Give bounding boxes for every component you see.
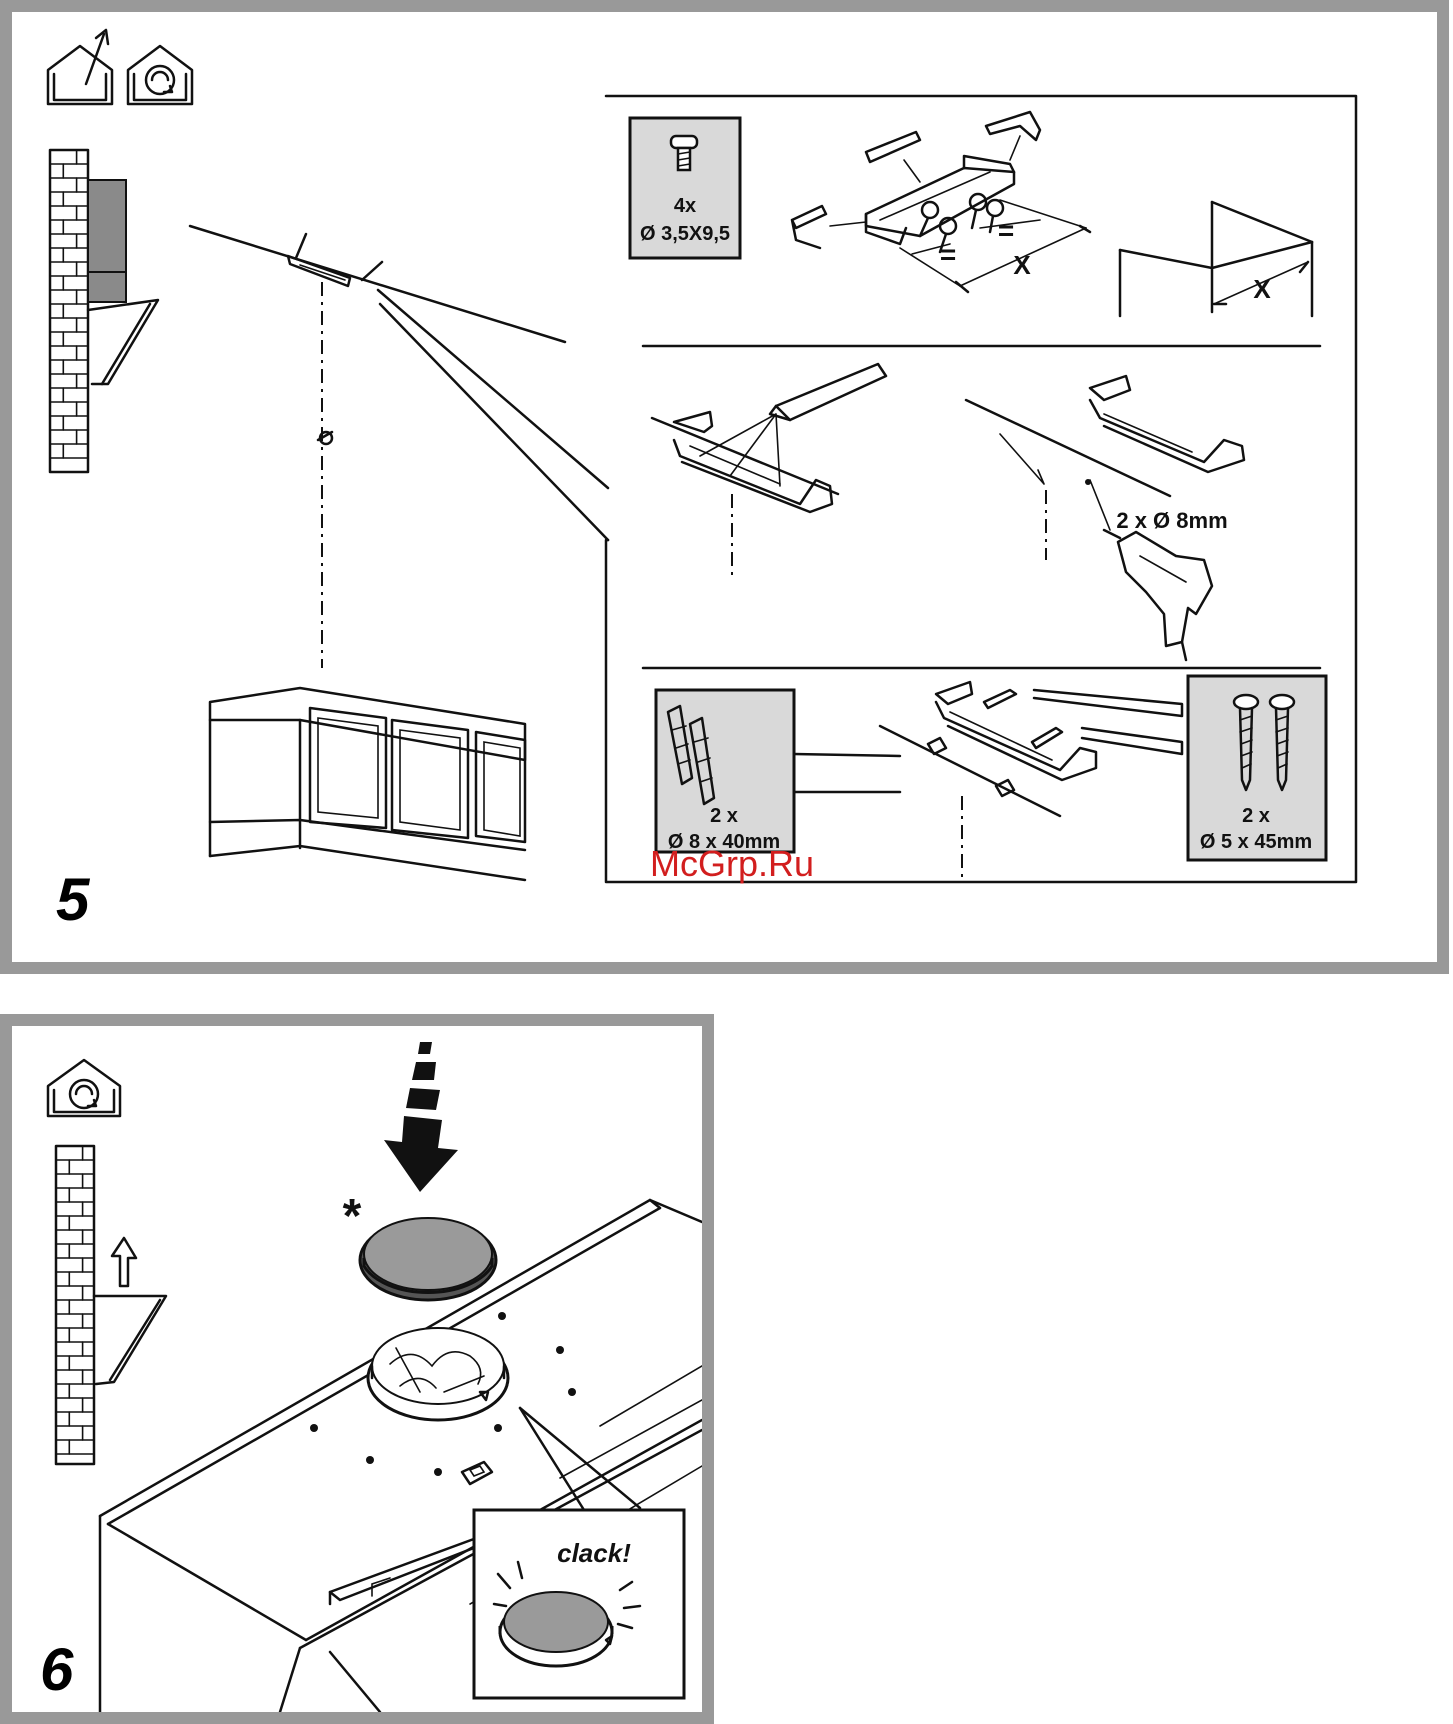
plugs-box: 2 x Ø 8 x 40mm: [656, 690, 794, 853]
screws-size: Ø 3,5X9,5: [640, 223, 730, 245]
filter-snap-icon: [500, 1592, 612, 1666]
clack-callout: clack!: [474, 1510, 684, 1698]
woodscrews-size: Ø 5 x 45mm: [1200, 831, 1312, 853]
dimension-x-wall: X: [1253, 274, 1271, 304]
dimension-x-bracket: X: [1013, 250, 1031, 280]
equal-mark-right: =: [998, 215, 1014, 246]
plugs-count: 2 x: [710, 805, 738, 827]
step-6-panel: *: [6, 1020, 708, 1718]
watermark: McGrp.Ru: [650, 843, 814, 884]
step-6-number: 6: [40, 1636, 74, 1703]
optional-asterisk: *: [343, 1190, 362, 1243]
woodscrews-box: 2 x Ø 5 x 45mm: [1188, 676, 1326, 860]
step-5-panel: 4x Ø 3,5X9,5: [6, 6, 1443, 968]
woodscrews-count: 2 x: [1242, 805, 1270, 827]
screws-box: 4x Ø 3,5X9,5: [630, 118, 740, 258]
clack-label: clack!: [557, 1538, 631, 1568]
filter-opening: [368, 1328, 508, 1420]
screws-count: 4x: [674, 195, 696, 217]
step-5-number: 5: [56, 866, 91, 933]
carbon-filter-icon: [360, 1218, 496, 1300]
equal-mark-left: =: [940, 239, 956, 270]
drill-size-label: 2 x Ø 8mm: [1116, 508, 1227, 533]
